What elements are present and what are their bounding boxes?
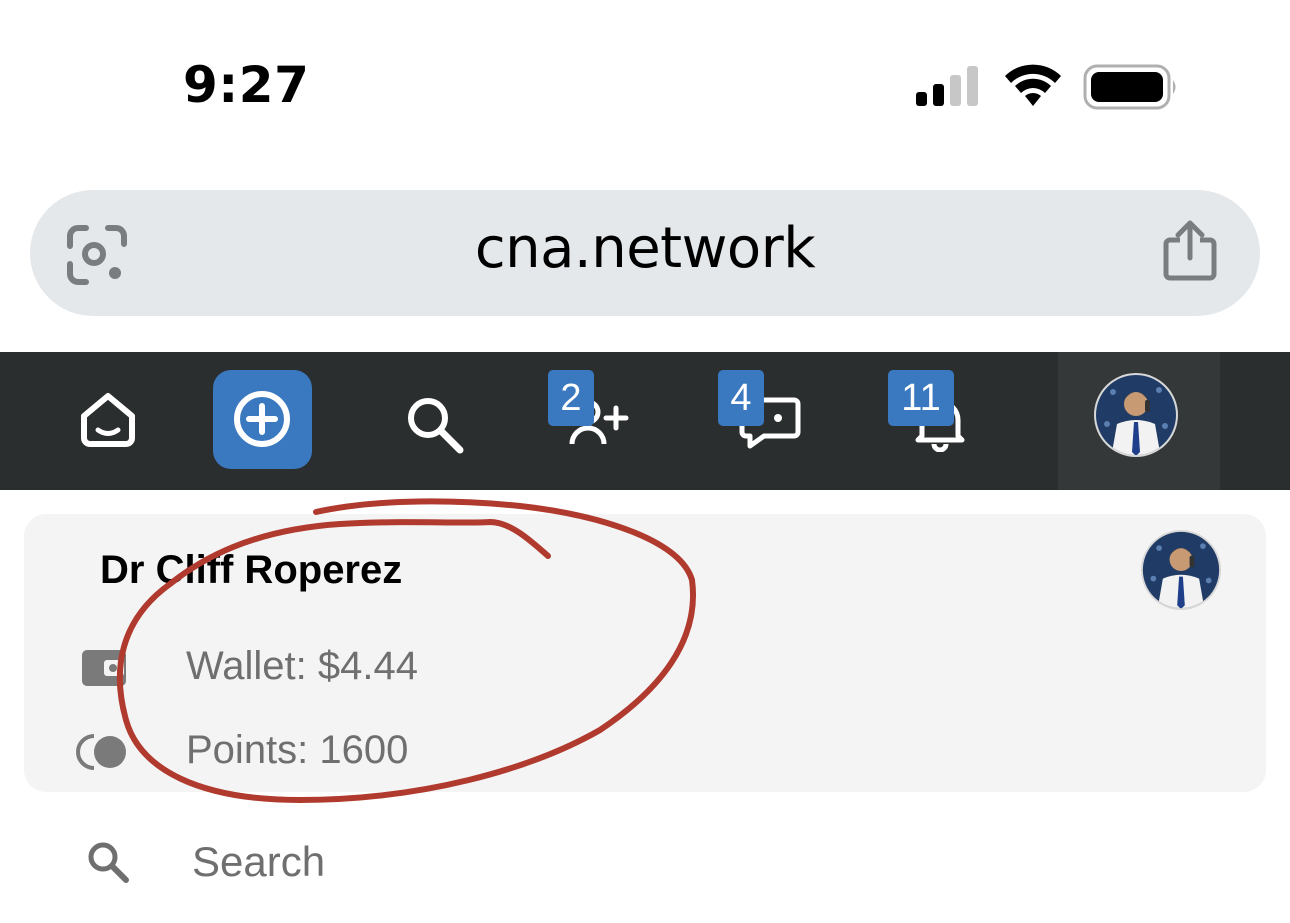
plus-circle-icon <box>234 391 290 447</box>
coins-icon <box>76 734 126 770</box>
nav-profile[interactable] <box>1058 352 1220 490</box>
top-nav-bar: 2 4 11 <box>0 352 1290 490</box>
status-time: 9:27 <box>183 56 310 114</box>
profile-name[interactable]: Dr Cliff Roperez <box>100 548 403 592</box>
profile-card: Dr Cliff Roperez Wallet: $4.44 <box>24 514 1266 792</box>
battery-icon <box>1083 64 1176 110</box>
wallet-balance[interactable]: Wallet: $4.44 <box>186 644 418 688</box>
nav-messages[interactable]: 4 <box>718 352 808 490</box>
status-bar: 9:27 <box>0 0 1290 170</box>
nav-home[interactable] <box>72 352 144 490</box>
wallet-icon <box>82 650 126 686</box>
address-bar[interactable]: cna.network <box>30 190 1260 316</box>
wifi-icon <box>1005 64 1061 106</box>
points-balance[interactable]: Points: 1600 <box>186 728 409 772</box>
url-text[interactable]: cna.network <box>474 216 816 281</box>
avatar <box>1094 373 1178 457</box>
nav-friend-requests[interactable]: 2 <box>548 352 638 490</box>
search-icon <box>408 398 464 454</box>
nav-search[interactable] <box>400 352 470 490</box>
share-icon[interactable] <box>1162 220 1218 282</box>
home-icon <box>81 393 135 447</box>
friend-requests-badge: 2 <box>548 370 594 426</box>
notifications-badge: 11 <box>888 370 954 426</box>
create-post-button[interactable] <box>213 370 312 469</box>
visual-search-icon[interactable] <box>66 224 128 286</box>
avatar[interactable] <box>1140 529 1222 611</box>
cellular-signal-icon <box>916 66 978 106</box>
search-icon <box>88 842 129 883</box>
search-input[interactable] <box>186 832 898 892</box>
search-row <box>0 820 1290 910</box>
messages-badge: 4 <box>718 370 764 426</box>
nav-notifications[interactable]: 11 <box>888 352 978 490</box>
